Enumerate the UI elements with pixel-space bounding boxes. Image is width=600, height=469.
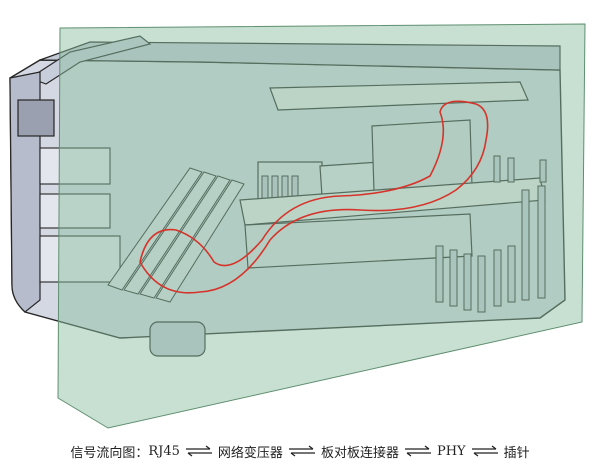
upper-pcb xyxy=(269,81,529,111)
bidirectional-arrow-icon xyxy=(185,445,212,457)
housing-top xyxy=(39,41,561,71)
rj45-contact-springs xyxy=(107,167,245,303)
output-pins xyxy=(435,185,546,313)
stage-phy: PHY xyxy=(436,443,466,459)
cavity-wall-upper xyxy=(39,147,111,185)
signal-flow-caption: 信号流向图： RJ45 网络变压器 板对板连接器 PHY 插针 xyxy=(0,436,600,466)
cavity-wall-middle xyxy=(39,193,111,229)
bidirectional-arrow-icon xyxy=(404,445,431,457)
stage-pins: 插针 xyxy=(503,445,530,461)
led-window xyxy=(17,99,55,137)
section-plane xyxy=(57,23,586,429)
upper-right-posts xyxy=(493,155,547,183)
stage-board-to-board-connector: 板对板连接器 xyxy=(320,445,399,461)
signal-flow-path xyxy=(139,100,489,294)
mounting-post xyxy=(149,321,206,357)
connector-cutaway-diagram xyxy=(9,23,586,429)
caption-label: 信号流向图： xyxy=(70,445,149,461)
stage-rj45: RJ45 xyxy=(148,443,180,459)
base-block xyxy=(244,213,473,269)
bidirectional-arrow-icon xyxy=(471,445,498,457)
cavity-wall-lower xyxy=(39,235,121,283)
stage-transformer: 网络变压器 xyxy=(217,445,283,461)
bidirectional-arrow-icon xyxy=(288,445,315,457)
